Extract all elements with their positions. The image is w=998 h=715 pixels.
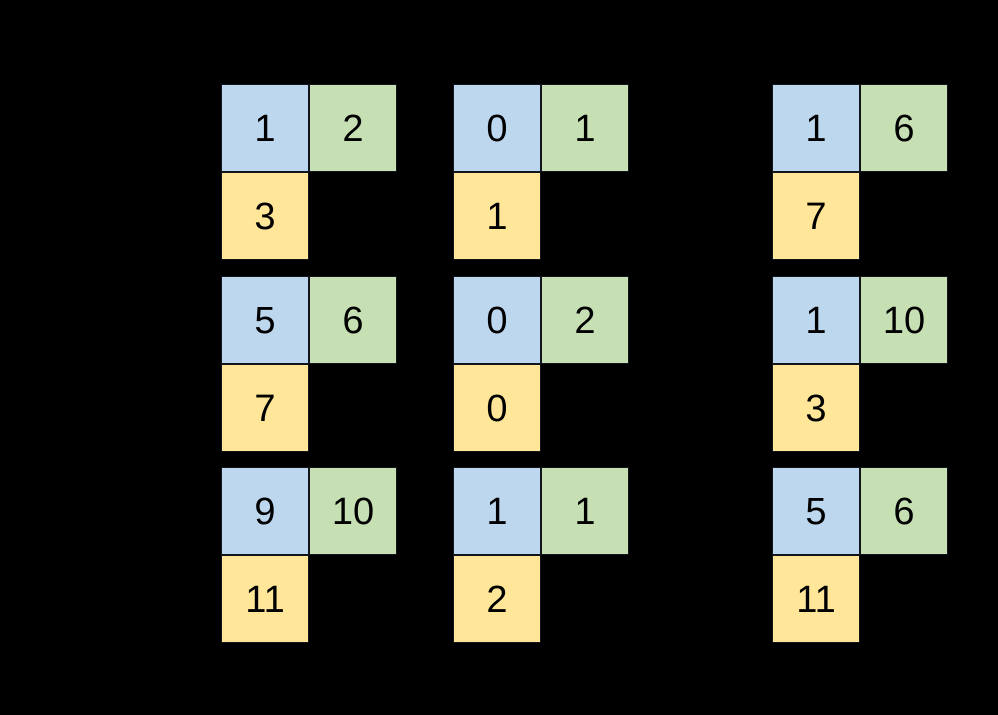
cell-value: 6: [893, 108, 915, 150]
triomino-group: 1 2 3: [221, 84, 397, 260]
cell-top-right-green: 2: [309, 84, 397, 172]
cell-value: 1: [805, 300, 827, 342]
cell-value: 7: [254, 388, 276, 430]
cell-top-left-blue: 1: [221, 84, 309, 172]
cell-bottom-left-yellow: 11: [772, 555, 860, 643]
cell-bottom-left-yellow: 11: [221, 555, 309, 643]
cell-top-right-green: 10: [860, 276, 948, 364]
cell-top-left-blue: 1: [453, 467, 541, 555]
cell-top-left-blue: 1: [772, 84, 860, 172]
cell-top-right-green: 1: [541, 84, 629, 172]
cell-value: 0: [486, 300, 508, 342]
triomino-group: 9 10 11: [221, 467, 397, 643]
triomino-group: 1 1 2: [453, 467, 629, 643]
cell-value: 6: [342, 300, 364, 342]
triomino-group: 5 6 11: [772, 467, 948, 643]
cell-top-right-green: 1: [541, 467, 629, 555]
cell-bottom-left-yellow: 3: [221, 172, 309, 260]
cell-value: 1: [486, 491, 508, 533]
triomino-group: 0 2 0: [453, 276, 629, 452]
cell-value: 6: [893, 491, 915, 533]
cell-value: 0: [486, 108, 508, 150]
cell-value: 1: [574, 108, 596, 150]
cell-value: 7: [805, 196, 827, 238]
triomino-group: 1 10 3: [772, 276, 948, 452]
cell-value: 10: [882, 300, 926, 342]
cell-value: 5: [805, 491, 827, 533]
cell-top-right-green: 6: [860, 84, 948, 172]
cell-value: 1: [486, 196, 508, 238]
cell-value: 10: [331, 491, 375, 533]
cell-value: 5: [254, 300, 276, 342]
cell-top-right-green: 2: [541, 276, 629, 364]
cell-value: 9: [254, 491, 276, 533]
cell-value: 2: [574, 300, 596, 342]
cell-value: 3: [805, 388, 827, 430]
cell-bottom-left-yellow: 2: [453, 555, 541, 643]
cell-top-left-blue: 0: [453, 276, 541, 364]
cell-top-right-green: 6: [860, 467, 948, 555]
triomino-group: 1 6 7: [772, 84, 948, 260]
cell-top-left-blue: 9: [221, 467, 309, 555]
cell-top-right-green: 10: [309, 467, 397, 555]
cell-value: 0: [486, 388, 508, 430]
cell-top-left-blue: 5: [772, 467, 860, 555]
cell-bottom-left-yellow: 3: [772, 364, 860, 452]
cell-value: 11: [796, 579, 836, 621]
cell-bottom-left-yellow: 7: [772, 172, 860, 260]
cell-bottom-left-yellow: 0: [453, 364, 541, 452]
cell-value: 1: [254, 108, 276, 150]
cell-bottom-left-yellow: 7: [221, 364, 309, 452]
cell-value: 3: [254, 196, 276, 238]
cell-top-left-blue: 1: [772, 276, 860, 364]
triomino-group: 5 6 7: [221, 276, 397, 452]
cell-bottom-left-yellow: 1: [453, 172, 541, 260]
cell-top-left-blue: 5: [221, 276, 309, 364]
cell-value: 2: [342, 108, 364, 150]
cell-value: 2: [486, 579, 508, 621]
triomino-group: 0 1 1: [453, 84, 629, 260]
cell-value: 1: [574, 491, 596, 533]
cell-top-left-blue: 0: [453, 84, 541, 172]
cell-value: 1: [805, 108, 827, 150]
cell-top-right-green: 6: [309, 276, 397, 364]
cell-value: 11: [245, 579, 285, 621]
